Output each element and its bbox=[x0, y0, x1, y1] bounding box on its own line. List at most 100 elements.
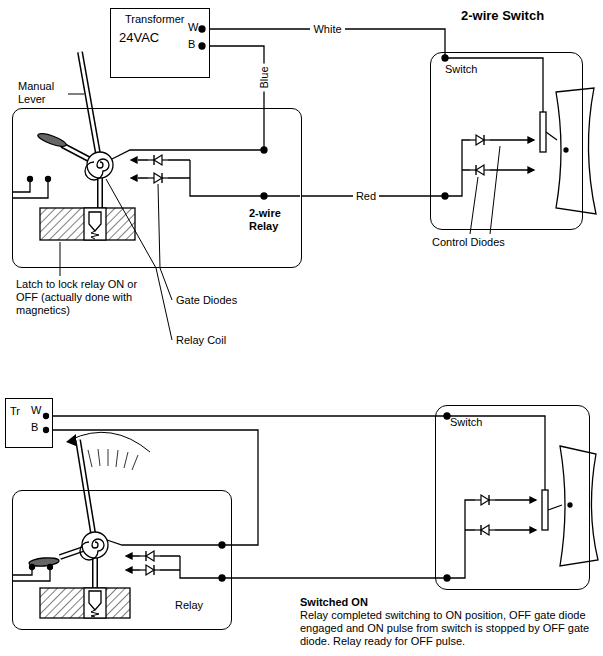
drawing-stroke bbox=[444, 575, 450, 581]
drawing-stroke bbox=[60, 242, 61, 276]
drawing-stroke bbox=[140, 565, 160, 575]
drawing-stroke bbox=[475, 495, 495, 505]
drawing-stroke bbox=[91, 610, 99, 617]
box-title: Switch bbox=[450, 416, 482, 429]
drawing-stroke bbox=[30, 565, 35, 570]
drawing-stroke bbox=[540, 112, 546, 152]
drawing-stroke bbox=[261, 147, 267, 153]
drawing-stroke bbox=[66, 434, 76, 446]
bottom-relay-parts bbox=[12, 432, 232, 618]
wire bbox=[210, 46, 264, 108]
drawing-stroke bbox=[91, 231, 99, 239]
part-callout: Relay Coil bbox=[176, 334, 226, 347]
relay-box: 2-wire Relay bbox=[12, 108, 302, 268]
drawing-stroke bbox=[199, 43, 205, 49]
top-relay-parts bbox=[12, 52, 300, 340]
wire bbox=[53, 430, 258, 545]
drawing-stroke bbox=[28, 177, 33, 182]
box-title: Tr bbox=[10, 405, 20, 418]
drawing-stroke bbox=[542, 490, 548, 530]
drawing-stroke bbox=[88, 449, 138, 470]
drawing-stroke bbox=[560, 446, 598, 566]
drawing-stroke bbox=[435, 416, 545, 470]
drawing-stroke bbox=[84, 208, 106, 240]
part-callout: Manual Lever bbox=[18, 80, 74, 106]
drawing-stroke bbox=[470, 135, 490, 145]
drawing-stroke bbox=[112, 108, 264, 159]
transformer-box: Tr bbox=[5, 398, 53, 448]
wire-color-label: White bbox=[310, 23, 344, 36]
drawing-stroke bbox=[556, 88, 596, 214]
part-callout: Gate Diodes bbox=[176, 294, 237, 307]
drawing-stroke bbox=[89, 591, 101, 610]
box-title: Transformer bbox=[125, 13, 185, 26]
drawing-stroke bbox=[80, 539, 104, 560]
switch-box: 2-wire SwitchSwitch bbox=[430, 52, 583, 230]
drawing-stroke bbox=[470, 177, 478, 234]
drawing-stroke bbox=[107, 540, 232, 545]
box-heading: 2-wire Switch bbox=[461, 9, 544, 22]
drawing-stroke bbox=[442, 55, 448, 61]
wire-color-label: Red bbox=[353, 190, 379, 203]
bottom-switch-parts bbox=[435, 413, 598, 581]
drawing-stroke bbox=[568, 503, 572, 507]
drawing-stroke bbox=[445, 52, 543, 112]
drawing-stroke bbox=[48, 565, 53, 570]
drawing-stroke bbox=[490, 146, 500, 234]
drawing-stroke bbox=[126, 567, 132, 573]
part-callout: Control Diodes bbox=[432, 236, 505, 249]
drawing-stroke bbox=[148, 155, 168, 165]
terminal-name: W bbox=[188, 21, 198, 34]
voltage-label: 24VAC bbox=[119, 31, 159, 44]
drawing-stroke bbox=[37, 131, 68, 149]
drawing-stroke bbox=[46, 177, 51, 182]
drawing-stroke bbox=[44, 428, 49, 433]
drawing-stroke bbox=[261, 193, 267, 199]
drawing-stroke bbox=[40, 208, 135, 240]
terminal-dots bbox=[44, 26, 206, 433]
drawing-stroke bbox=[131, 175, 137, 181]
drawing-stroke bbox=[444, 413, 450, 419]
wire bbox=[53, 415, 435, 416]
drawing-stroke bbox=[530, 527, 536, 533]
drawing-stroke bbox=[548, 505, 562, 510]
drawing-stroke bbox=[12, 181, 48, 198]
part-callout: Latch to lock relay ON or OFF (actually … bbox=[16, 278, 148, 317]
wire-color-label: Blue bbox=[258, 63, 271, 91]
drawing-stroke bbox=[78, 440, 95, 545]
drawing-stroke bbox=[84, 588, 106, 618]
state-heading: Switched ON bbox=[300, 596, 368, 609]
drawing-stroke bbox=[442, 193, 448, 199]
drawing-stroke bbox=[219, 542, 225, 548]
drawing-stroke bbox=[131, 157, 137, 163]
wire bbox=[232, 577, 435, 578]
drawing-stroke bbox=[199, 26, 205, 32]
box-title: Relay bbox=[175, 599, 203, 612]
drawing-stroke bbox=[564, 148, 568, 152]
drawing-stroke bbox=[140, 551, 160, 561]
box-title: Switch bbox=[445, 63, 477, 76]
drawing-stroke bbox=[148, 173, 168, 183]
drawing-stroke bbox=[89, 212, 101, 231]
drawing-stroke bbox=[528, 167, 534, 173]
drawing-stroke bbox=[126, 553, 132, 559]
terminal-name: B bbox=[31, 421, 38, 434]
drawing-stroke bbox=[475, 525, 495, 535]
top-switch-parts bbox=[430, 52, 596, 234]
drawing-stroke bbox=[546, 132, 557, 140]
drawing-stroke bbox=[12, 569, 50, 581]
drawing-stroke bbox=[219, 575, 225, 581]
drawing-stroke bbox=[528, 137, 534, 143]
drawing-stroke bbox=[68, 94, 84, 95]
drawing-stroke bbox=[40, 588, 130, 618]
terminal-name: B bbox=[188, 38, 195, 51]
state-note: Relay completed switching to ON position… bbox=[300, 609, 596, 648]
drawing-stroke bbox=[435, 500, 536, 578]
drawing-stroke bbox=[106, 179, 172, 340]
drawing-stroke bbox=[44, 414, 49, 419]
terminal-name: W bbox=[31, 404, 41, 417]
drawing-stroke bbox=[78, 440, 95, 545]
drawing-stroke bbox=[85, 159, 109, 180]
